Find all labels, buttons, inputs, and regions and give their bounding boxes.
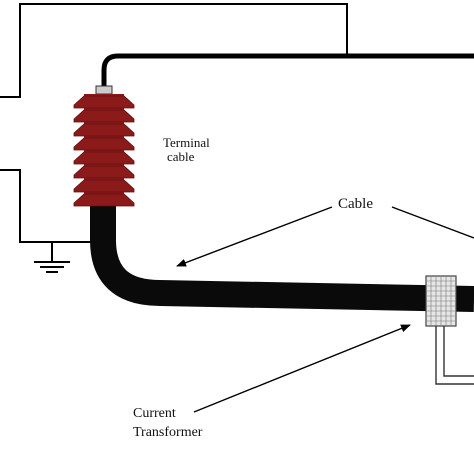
circuit-wiring <box>0 3 348 262</box>
top-wire <box>0 3 348 98</box>
ct-lead-2 <box>443 326 474 377</box>
cable-label: Cable <box>338 196 373 212</box>
terminal-cable-label-line1: Terminal <box>163 135 210 150</box>
ct-arrow <box>193 324 411 413</box>
ct-lead-1 <box>435 326 474 385</box>
cable-arrow-left <box>176 206 333 267</box>
current-transformer-label-line1: Current <box>133 406 176 421</box>
insulator-shed <box>73 165 135 179</box>
insulator-sheds <box>73 95 135 207</box>
insulator-shed <box>73 137 135 151</box>
bushing-insulator-icon <box>73 85 135 207</box>
insulator-cap <box>95 85 113 95</box>
current-transformer-icon <box>425 275 474 385</box>
cable-arrow-right <box>391 206 474 239</box>
overhead-conductor <box>101 53 474 92</box>
ct-grid <box>427 277 455 325</box>
callout-arrows <box>176 206 474 413</box>
insulator-shed <box>73 109 135 123</box>
current-transformer-label-line2: Transformer <box>133 425 203 440</box>
main-cable <box>90 205 474 312</box>
ground-symbol-icon <box>34 261 70 273</box>
terminal-cable-label-line2: cable <box>167 149 195 164</box>
insulator-shed <box>73 193 135 207</box>
insulator-shed <box>73 179 135 193</box>
ground-return-wire <box>0 169 110 243</box>
insulator-shed <box>73 151 135 165</box>
insulator-shed <box>73 95 135 109</box>
insulator-shed <box>73 123 135 137</box>
